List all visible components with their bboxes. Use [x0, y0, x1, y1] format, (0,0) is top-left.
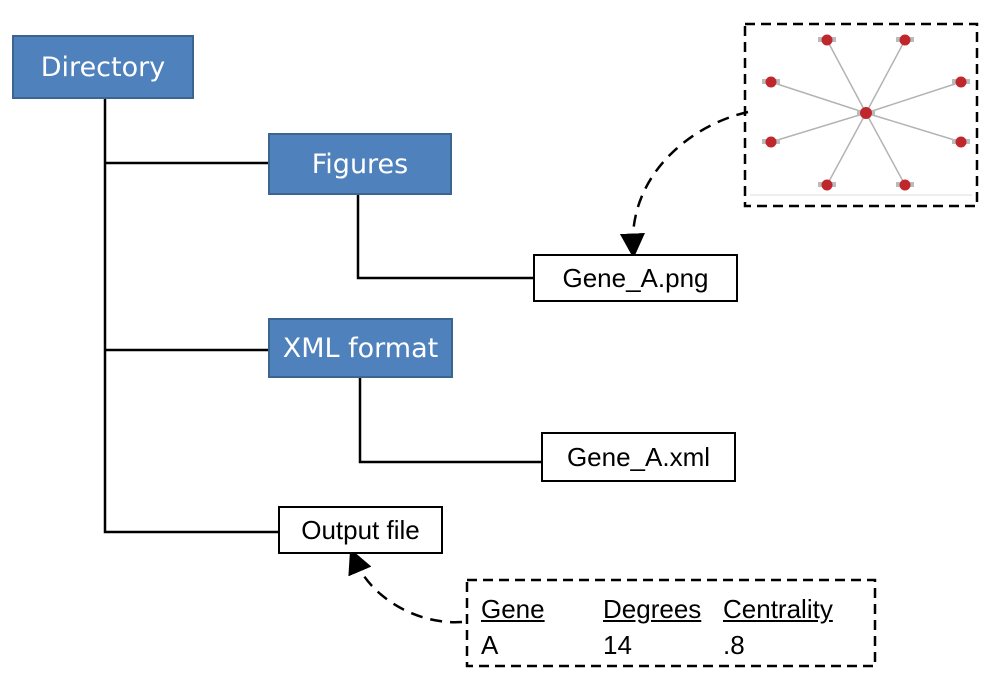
- network-node: [765, 76, 777, 88]
- network-node: [899, 179, 911, 191]
- table-header-centrality: Centrality: [723, 594, 833, 624]
- xmlfile-branch-line: [358, 378, 541, 464]
- gene-a-xml-label: Gene_A.xml: [566, 441, 711, 472]
- network-edge: [770, 112, 867, 143]
- xml-format-label: XML format: [282, 332, 439, 364]
- network-edge: [865, 81, 962, 114]
- gene-a-xml-file[interactable]: Gene_A.xml: [541, 432, 736, 482]
- gene-a-png-label: Gene_A.png: [562, 262, 709, 293]
- network-node: [821, 179, 833, 191]
- directory-folder[interactable]: Directory: [12, 35, 194, 99]
- tree-connectors: [103, 98, 541, 534]
- table-header-degrees: Degrees: [603, 594, 702, 624]
- network-edge: [865, 112, 962, 143]
- network-node: [955, 136, 967, 148]
- png-branch-line: [356, 195, 533, 280]
- network-node: [765, 136, 777, 148]
- table-header-gene: Gene: [481, 594, 545, 624]
- network-node: [821, 34, 833, 46]
- network-graph: [762, 34, 970, 191]
- figures-label: Figures: [311, 148, 409, 180]
- network-edge: [770, 81, 867, 114]
- xml-format-folder[interactable]: XML format: [268, 318, 453, 378]
- network-preview-frame: [743, 22, 979, 208]
- network-edge: [865, 112, 906, 186]
- network-node: [899, 34, 911, 46]
- network-edge: [826, 39, 867, 114]
- network-edge: [865, 39, 906, 114]
- image-link-arrow: [619, 110, 749, 259]
- table-link-arrow: [348, 548, 463, 624]
- network-edge: [826, 112, 867, 186]
- table-cell-gene: A: [481, 630, 499, 660]
- main-trunk-line: [103, 98, 278, 534]
- gene-a-png-file[interactable]: Gene_A.png: [533, 254, 738, 302]
- network-center-node: [860, 107, 872, 119]
- figures-folder[interactable]: Figures: [268, 133, 452, 195]
- table-cell-centrality: .8: [723, 630, 745, 660]
- output-file-label: Output file: [301, 514, 420, 545]
- table-frame: [465, 578, 877, 668]
- output-file[interactable]: Output file: [278, 506, 443, 554]
- directory-label: Directory: [40, 51, 166, 83]
- network-node: [955, 76, 967, 88]
- table-cell-degrees: 14: [603, 630, 632, 660]
